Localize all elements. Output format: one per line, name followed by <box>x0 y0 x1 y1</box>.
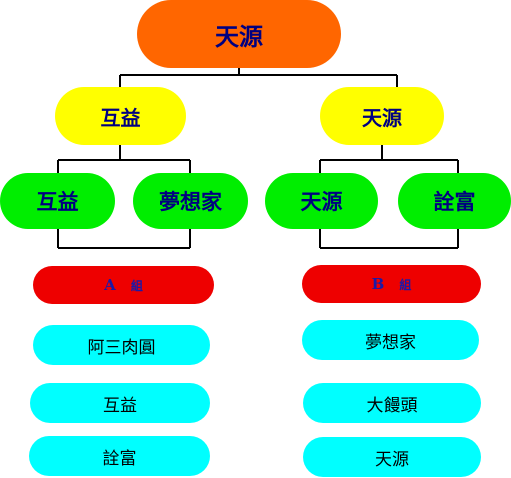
right-child-node-2: 詮富 <box>398 173 511 229</box>
group-a-letter: A <box>104 276 117 294</box>
group-a-member-1: 阿三肉圓 <box>33 325 210 365</box>
group-b-node: B 組 <box>302 265 481 303</box>
left-head-node: 互益 <box>55 87 186 145</box>
group-b-member-3: 天源 <box>303 437 481 477</box>
right-head-node: 天源 <box>320 87 444 145</box>
root-node: 天源 <box>137 0 341 68</box>
right-child-node-1: 天源 <box>265 173 378 229</box>
group-b-letter: B <box>371 275 386 293</box>
left-child-node-2: 夢想家 <box>133 173 248 229</box>
group-b-suffix: 組 <box>399 277 412 292</box>
left-child-node-1: 互益 <box>0 173 115 229</box>
group-a-node: A 組 <box>33 266 214 304</box>
group-a-member-2: 互益 <box>30 383 210 423</box>
group-b-member-1: 夢想家 <box>302 320 479 360</box>
group-a-suffix: 組 <box>130 278 143 293</box>
group-b-member-2: 大饅頭 <box>303 383 481 423</box>
group-a-member-3: 詮富 <box>29 436 210 476</box>
